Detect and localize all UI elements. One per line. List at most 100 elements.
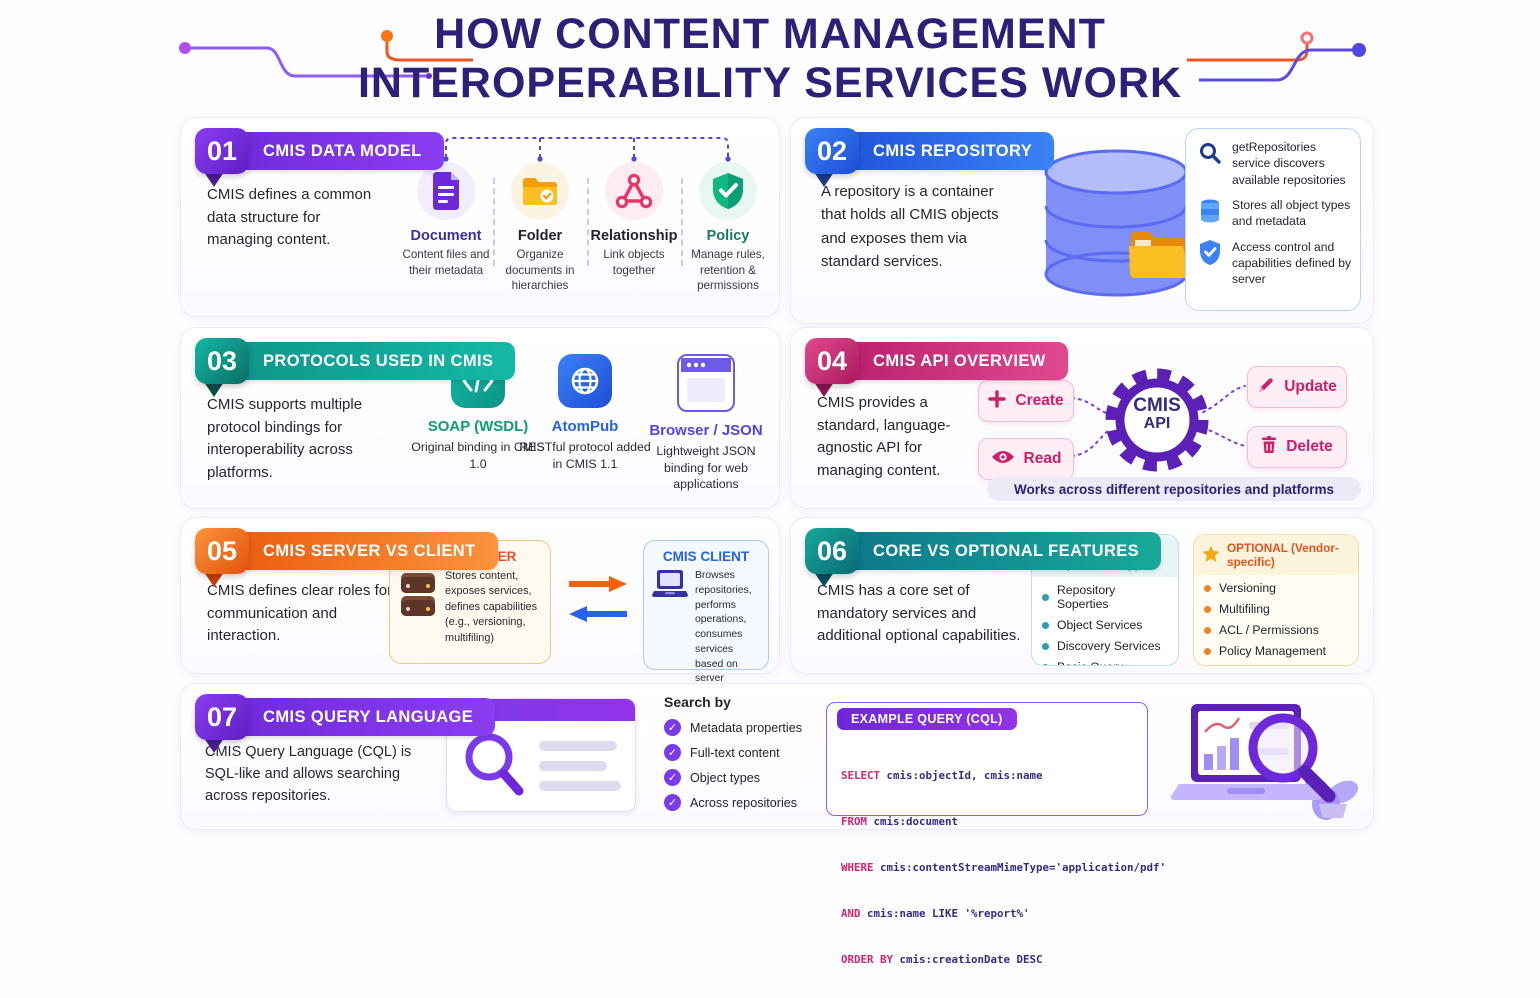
section2-badge: 02 CMIS REPOSITORY [805, 128, 1055, 187]
bullet-icon [1042, 593, 1049, 601]
core-item-label: Basic Query [1057, 660, 1123, 665]
search-by-list: Search by ✓Metadata properties ✓Full-tex… [664, 694, 824, 819]
bullet-icon [1042, 642, 1049, 650]
check-icon: ✓ [664, 769, 681, 786]
code-line: FROM cmis:document [841, 814, 1166, 829]
search-by-label: Object types [690, 770, 760, 785]
section5-description: CMIS defines clear roles for communicati… [207, 582, 393, 644]
cmis-server-description: Stores content, exposes services, define… [445, 570, 538, 644]
code-keyword: AND [841, 906, 861, 920]
section2-description: A repository is a container that holds a… [821, 183, 999, 270]
section-protocols: 03 PROTOCOLS USED IN CMIS CMIS supports … [180, 327, 780, 509]
search-icon [1196, 139, 1224, 167]
trash-icon [1261, 435, 1277, 459]
bullet-icon [1204, 584, 1211, 592]
bullet-icon [1204, 626, 1211, 634]
section4-description: CMIS provides a standard, language-agnos… [817, 394, 951, 479]
section1-number: 01 [195, 128, 249, 174]
arrow-right-icon [569, 576, 627, 592]
section7-number: 07 [195, 694, 249, 740]
optional-feature-item: Multifiling [1204, 602, 1350, 616]
code-text: cmis:contentStreamMimeType='application/… [873, 860, 1167, 874]
example-query-title: EXAMPLE QUERY (CQL) [837, 708, 1017, 730]
cmis-client-description: Browses repositories, performs operation… [695, 570, 752, 699]
bullet-icon [1042, 621, 1049, 629]
policy-shield-icon [699, 162, 757, 220]
section1-description: CMIS defines a common data structure for… [207, 186, 372, 248]
arrow-left-icon [569, 606, 627, 622]
code-text: cmis:objectId, cmis:name [880, 768, 1043, 782]
optional-feature-item: ACL / Permissions [1204, 623, 1350, 637]
item-name: Relationship [590, 228, 678, 244]
eye-icon [991, 449, 1015, 470]
optional-item-label: Policy Management [1219, 644, 1327, 658]
section4-badge: 04 CMIS API OVERVIEW [805, 338, 1068, 397]
bullet-icon [1042, 663, 1049, 665]
section-query-language: 07 CMIS QUERY LANGUAGE CMIS Query Langua… [180, 683, 1374, 966]
create-button: Create [978, 380, 1074, 422]
section1-badge: 01 CMIS DATA MODEL [195, 128, 444, 187]
protocol-name: SOAP (WSDL) [427, 418, 529, 435]
example-query-code: SELECT cmis:objectId, cmis:name FROM cmi… [841, 737, 1166, 998]
delete-button: Delete [1247, 426, 1347, 468]
data-model-item-folder: Folder Organize documents in hierarchies [494, 162, 586, 294]
code-text: cmis:name LIKE '%report%' [860, 906, 1030, 920]
read-label: Read [1023, 450, 1062, 467]
code-keyword: WHERE [841, 860, 874, 874]
section4-number: 04 [805, 338, 859, 384]
example-query-box: EXAMPLE QUERY (CQL) SELECT cmis:objectId… [826, 702, 1166, 966]
protocol-atompub: AtomPub RESTful protocol added in CMIS 1… [517, 354, 653, 472]
repo-point-text: Stores all object types and metadata [1232, 197, 1351, 229]
item-desc: Link objects together [603, 248, 665, 277]
optional-features-panel: OPTIONAL (Vendor-specific) Versioning Mu… [1193, 534, 1359, 666]
section5-heading: CMIS SERVER VS CLIENT [207, 532, 498, 570]
protocol-name: AtomPub [551, 418, 619, 435]
optional-item-label: Versioning [1219, 581, 1276, 595]
code-keyword: FROM [841, 814, 868, 828]
data-model-item-document: Document Content files and their metadat… [400, 162, 492, 278]
check-icon: ✓ [664, 719, 681, 736]
document-icon [417, 162, 475, 220]
protocol-browser-json: Browser / JSON Lightweight JSON binding … [638, 354, 774, 493]
cmis-api-gear-icon [1105, 368, 1209, 472]
section3-description: CMIS supports multiple protocol bindings… [207, 396, 363, 481]
section2-heading: CMIS REPOSITORY [817, 132, 1055, 170]
item-name: Document [410, 228, 482, 244]
search-by-label: Metadata properties [690, 720, 803, 735]
divider [587, 178, 589, 266]
code-text: cmis:document [867, 814, 959, 828]
bullet-icon [1204, 605, 1211, 613]
check-icon: ✓ [664, 794, 681, 811]
divider [493, 178, 495, 266]
text-line-placeholder [539, 781, 621, 791]
magnifier-icon [465, 733, 524, 796]
relationship-icon [605, 162, 663, 220]
update-button: Update [1247, 366, 1347, 408]
item-desc: Manage rules, retention & permissions [691, 248, 765, 293]
repository-facts-panel: getRepositories service discovers availa… [1185, 128, 1361, 311]
globe-icon [558, 354, 612, 408]
section6-number: 06 [805, 528, 859, 574]
laptop-icon [652, 569, 688, 604]
repo-point-text: getRepositories service discovers availa… [1232, 140, 1346, 187]
data-model-item-policy: Policy Manage rules, retention & permiss… [682, 162, 774, 294]
text-line-placeholder [539, 761, 607, 771]
folder-icon [511, 162, 569, 220]
core-item-label: Discovery Services [1057, 639, 1161, 653]
cmis-client-panel: CMIS CLIENT Browses repositories, perfor… [643, 540, 769, 699]
core-feature-item: Basic Query [1042, 660, 1170, 665]
data-model-connector [443, 137, 731, 162]
shield-check-icon [1196, 239, 1224, 267]
repo-point-text: Access control and capabilities defined … [1232, 239, 1352, 287]
optional-features-title: OPTIONAL (Vendor-specific) [1227, 541, 1339, 569]
section-server-vs-client: 05 CMIS SERVER VS CLIENT CMIS defines cl… [180, 517, 780, 699]
section-core-vs-optional: 06 CORE VS OPTIONAL FEATURES CMIS has a … [790, 517, 1374, 674]
code-keyword: SELECT [841, 768, 881, 782]
core-feature-item: Discovery Services [1042, 639, 1170, 653]
section-cmis-repository: 02 CMIS REPOSITORY A repository is a con… [790, 117, 1374, 324]
protocol-desc: Original binding in CMIS 1.0 [411, 440, 545, 471]
section3-badge: 03 PROTOCOLS USED IN CMIS [195, 338, 516, 397]
page-title: HOW CONTENT MANAGEMENT INTEROPERABILITY … [0, 10, 1540, 107]
repo-point-access: Access control and capabilities defined … [1196, 239, 1352, 288]
section7-description: CMIS Query Language (CQL) is SQL-like an… [205, 744, 412, 804]
